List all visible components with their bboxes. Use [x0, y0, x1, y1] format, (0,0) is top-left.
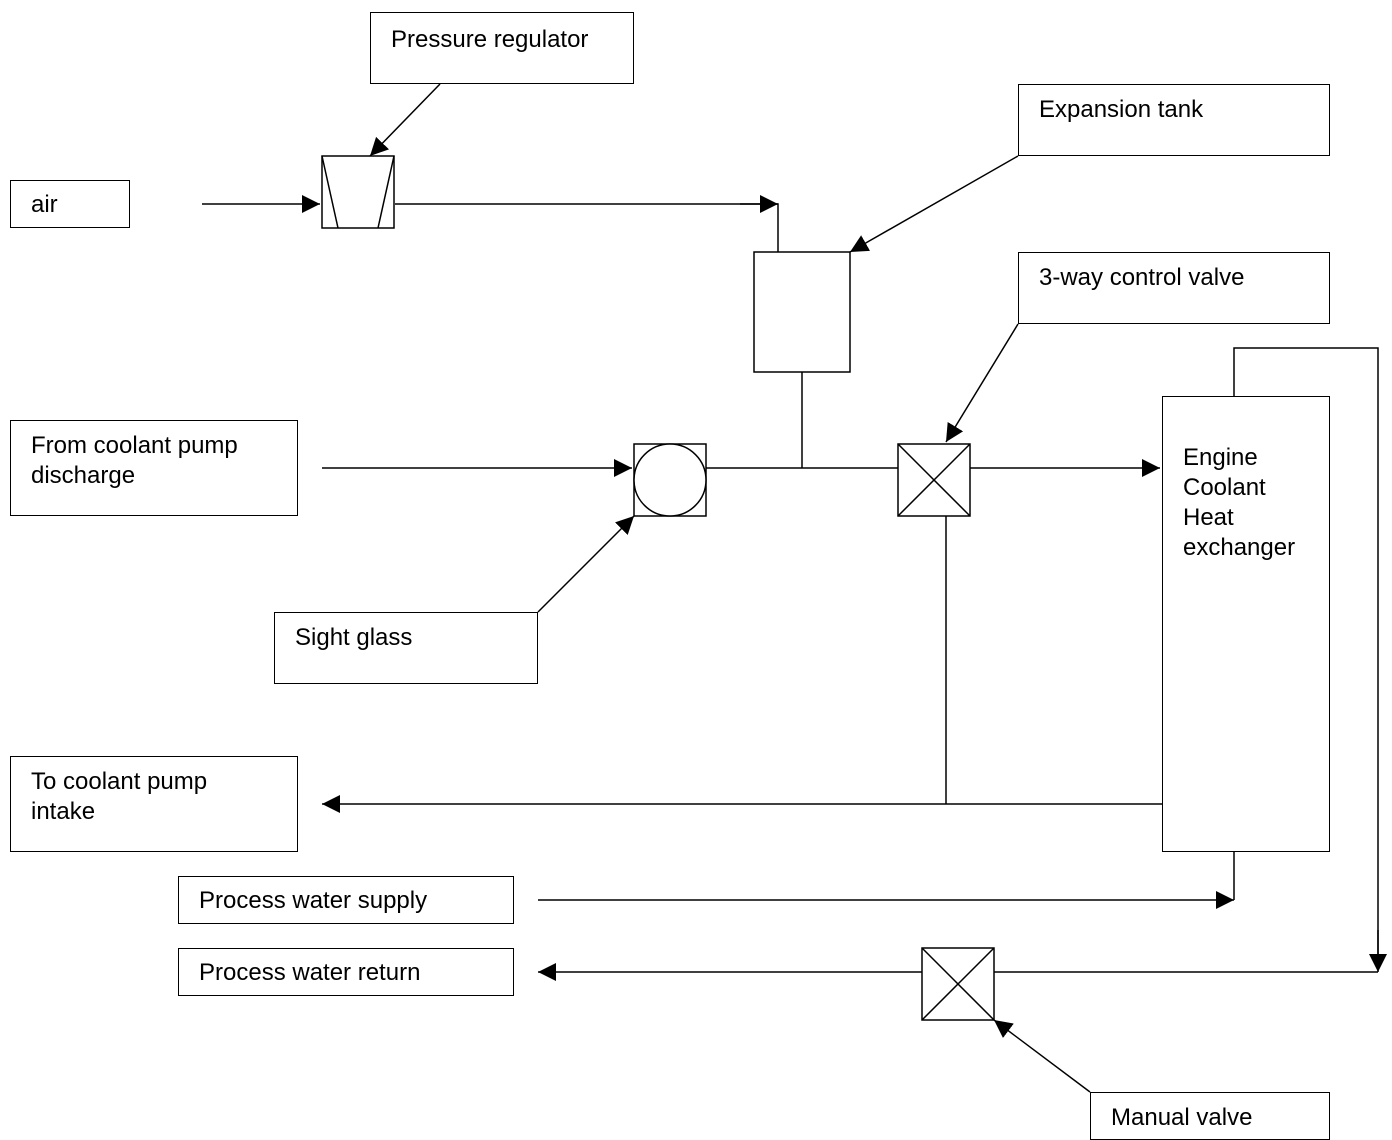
manual-valve-label: Manual valve — [1090, 1092, 1330, 1140]
heat-exchanger-text-1: Engine — [1183, 444, 1258, 471]
pressure-regulator-leader — [369, 83, 441, 157]
expansion-tank-label: Expansion tank — [1018, 84, 1330, 156]
process-water-supply-label: Process water supply — [178, 876, 514, 924]
manual-valve-symbol — [921, 947, 995, 1021]
expansion-tank-leader — [849, 155, 1019, 253]
sight-glass-label: Sight glass — [274, 612, 538, 684]
pressure-regulator-text: Pressure regulator — [391, 26, 589, 53]
heat-exchanger-text-3: Heat — [1183, 504, 1234, 531]
expansion-tank-text: Expansion tank — [1039, 96, 1204, 123]
process-water-return-label: Process water return — [178, 948, 514, 996]
from-coolant-pump-text-1: From coolant pump — [31, 432, 238, 459]
three-way-valve-text: 3-way control valve — [1039, 264, 1245, 291]
heat-exchanger: Engine Coolant Heat exchanger — [1162, 396, 1330, 852]
to-coolant-pump-label: To coolant pump intake — [10, 756, 298, 852]
heat-exchanger-text-4: exchanger — [1183, 534, 1296, 561]
air-to-tank-line — [395, 203, 779, 252]
three-way-valve-symbol — [897, 443, 971, 517]
process-water-supply-text: Process water supply — [199, 887, 428, 914]
pressure-regulator-symbol — [321, 155, 395, 229]
heat-exchanger-text-2: Coolant — [1183, 474, 1266, 501]
expansion-tank-symbol — [753, 251, 851, 373]
sight-glass-leader — [537, 515, 635, 613]
process-water-outlet-line — [1233, 347, 1379, 970]
from-coolant-pump-label: From coolant pump discharge — [10, 420, 298, 516]
pressure-regulator-label: Pressure regulator — [370, 12, 634, 84]
three-way-valve-label: 3-way control valve — [1018, 252, 1330, 324]
process-water-return-text: Process water return — [199, 959, 421, 986]
three-way-valve-leader — [945, 323, 1019, 443]
manual-valve-text: Manual valve — [1111, 1104, 1253, 1131]
sight-glass-text: Sight glass — [295, 624, 413, 651]
air-text: air — [31, 191, 58, 218]
from-coolant-pump-text-2: discharge — [31, 462, 136, 489]
manual-valve-leader — [993, 1019, 1091, 1093]
air-label: air — [10, 180, 130, 228]
to-coolant-pump-text-1: To coolant pump — [31, 768, 208, 795]
sight-glass-symbol — [633, 443, 707, 517]
to-coolant-pump-text-2: intake — [31, 798, 96, 825]
